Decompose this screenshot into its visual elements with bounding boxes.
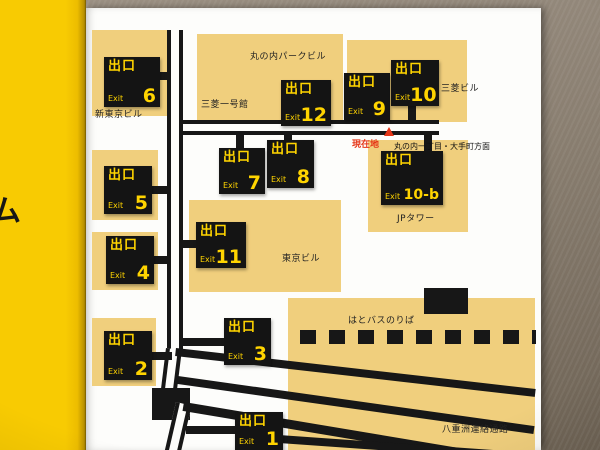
exit-number: 12 bbox=[300, 103, 327, 126]
exit-number: 10-b bbox=[403, 187, 439, 204]
direction-label: 丸の内一丁目・大手町方面 bbox=[394, 142, 490, 151]
exit-connector bbox=[408, 102, 416, 122]
exit-jp-label: 出口 bbox=[223, 150, 252, 165]
current-location-marker-icon bbox=[384, 127, 394, 136]
exit-en-label: Exit bbox=[285, 113, 301, 123]
exit-en-label: Exit bbox=[108, 367, 124, 377]
side-panel-text: ム bbox=[0, 194, 21, 229]
exit-jp-label: 出口 bbox=[110, 238, 139, 253]
exit-en-label: Exit bbox=[395, 93, 411, 103]
label-mitsubishi-bldg: 三菱ビル bbox=[441, 84, 480, 94]
bus-bay-marks bbox=[300, 330, 536, 344]
exit-en-label: Exit bbox=[110, 271, 126, 281]
exit-number: 1 bbox=[265, 427, 279, 450]
exit-box-7: 出口 Exit 7 bbox=[219, 148, 265, 194]
label-jp-tower: JPタワー bbox=[397, 214, 435, 224]
exit-jp-label: 出口 bbox=[348, 75, 377, 90]
exit-en-label: Exit bbox=[228, 352, 244, 362]
exit-jp-label: 出口 bbox=[385, 153, 414, 168]
exit-connector bbox=[148, 352, 172, 360]
label-yaesu-passage: 八重洲連絡通路 bbox=[442, 425, 509, 435]
exit-jp-label: 出口 bbox=[108, 59, 137, 74]
current-location-label: 現在地 bbox=[352, 140, 380, 150]
exit-number: 5 bbox=[134, 191, 148, 214]
exit-box-3: 出口 Exit 3 bbox=[224, 318, 271, 365]
exit-box-2: 出口 Exit 2 bbox=[104, 331, 152, 380]
exit-jp-label: 出口 bbox=[228, 320, 257, 335]
exit-jp-label: 出口 bbox=[200, 224, 229, 239]
exit-en-label: Exit bbox=[385, 192, 401, 202]
yellow-side-panel: ム bbox=[0, 0, 86, 450]
exit-connector bbox=[180, 240, 198, 248]
exit-box-1: 出口 Exit 1 bbox=[235, 412, 283, 450]
label-hato-bus-stop: はとバスのりば bbox=[348, 316, 415, 326]
exit-connector bbox=[284, 133, 292, 142]
exit-number: 6 bbox=[142, 84, 156, 107]
exit-number: 7 bbox=[247, 171, 261, 194]
exit-number: 2 bbox=[134, 357, 148, 380]
exit-number: 8 bbox=[296, 165, 310, 188]
exit-box-8: 出口 Exit 8 bbox=[267, 140, 314, 188]
label-tokyo-bldg: 東京ビル bbox=[282, 254, 321, 264]
exit-en-label: Exit bbox=[271, 175, 287, 185]
exit-box-9: 出口 Exit 9 bbox=[344, 73, 390, 120]
building-dark-block bbox=[424, 288, 468, 314]
exit-number: 10 bbox=[410, 83, 437, 106]
exit-jp-label: 出口 bbox=[239, 414, 268, 429]
exit-box-4: 出口 Exit 4 bbox=[106, 236, 154, 284]
exit-jp-label: 出口 bbox=[285, 82, 314, 97]
exit-jp-label: 出口 bbox=[108, 168, 137, 183]
exit-number: 11 bbox=[215, 245, 242, 268]
exit-connector bbox=[156, 72, 170, 80]
exit-connector bbox=[150, 256, 170, 264]
label-marunouchi-park-bldg: 丸の内パークビル bbox=[250, 52, 327, 62]
exit-jp-label: 出口 bbox=[108, 333, 137, 348]
exit-connector bbox=[236, 133, 244, 150]
exit-en-label: Exit bbox=[348, 107, 364, 117]
exit-en-label: Exit bbox=[108, 201, 124, 211]
exit-connector bbox=[186, 426, 238, 434]
exit-en-label: Exit bbox=[108, 94, 124, 104]
exit-number: 9 bbox=[372, 97, 386, 120]
label-mitsubishi-ichigokan: 三菱一号館 bbox=[201, 100, 249, 110]
exit-connector bbox=[150, 186, 170, 194]
exit-jp-label: 出口 bbox=[271, 142, 300, 157]
exit-en-label: Exit bbox=[223, 181, 239, 191]
exit-jp-label: 出口 bbox=[395, 62, 424, 77]
exit-box-5: 出口 Exit 5 bbox=[104, 166, 152, 214]
exit-number: 4 bbox=[136, 261, 150, 284]
exit-box-6: 出口 Exit 6 bbox=[104, 57, 160, 107]
label-shin-tokyo-bldg: 新東京ビル bbox=[95, 110, 143, 120]
exit-en-label: Exit bbox=[239, 437, 255, 447]
exit-en-label: Exit bbox=[200, 255, 216, 265]
exit-connector bbox=[424, 133, 432, 153]
exit-connector bbox=[181, 338, 226, 346]
exit-number: 3 bbox=[253, 342, 267, 365]
